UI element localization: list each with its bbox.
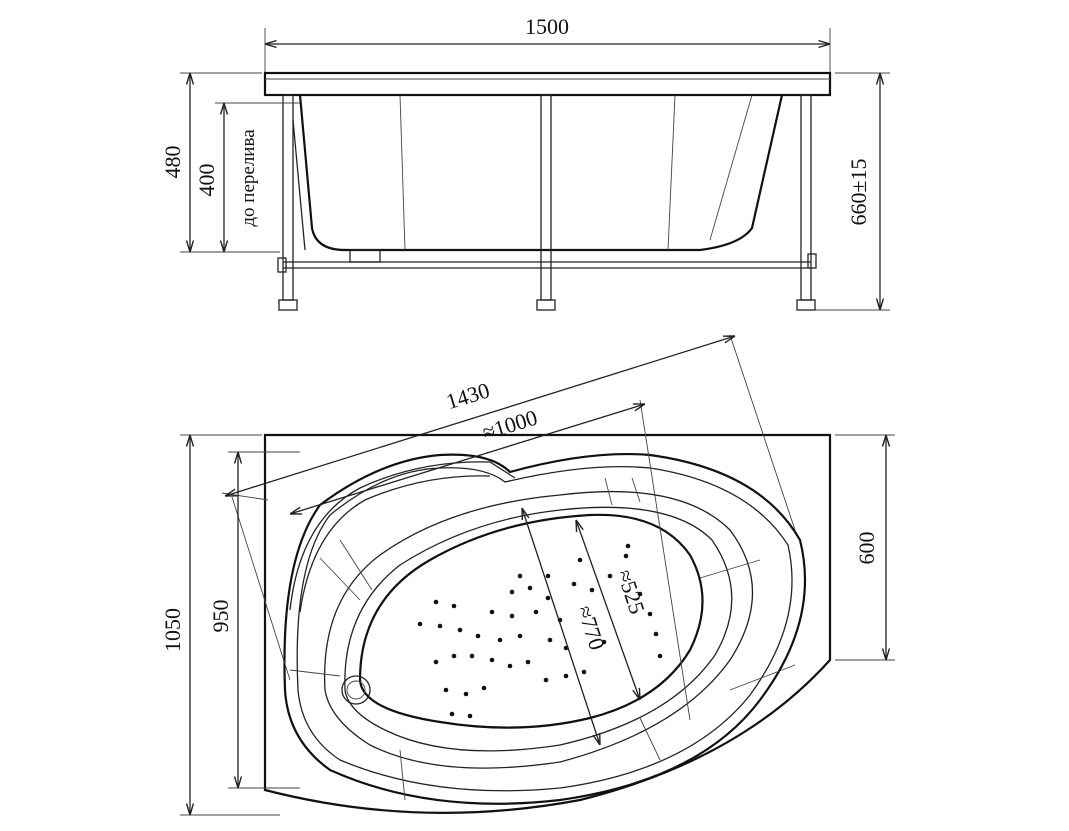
overflow-height-label: 400 [194, 164, 219, 197]
overflow-note: до перелива [238, 129, 259, 227]
inner-depth-label: 950 [208, 600, 233, 633]
diagonal-dimension-line [225, 336, 735, 496]
tub-rim [263, 71, 832, 97]
depth-label: 1050 [160, 608, 185, 652]
width-label: 1500 [525, 14, 569, 39]
total-height-label: 660±15 [846, 158, 871, 225]
apron-outline [263, 433, 832, 814]
top-view: 1430 ≈1000 ≈770 ≈525 1050 950 600 [160, 334, 895, 816]
inner-length-dimension-line [290, 404, 645, 514]
tub-body [298, 94, 784, 252]
drain [341, 675, 371, 705]
bowl-length-dimension-line [522, 508, 600, 745]
bowl-width-label: ≈525 [612, 566, 650, 617]
bowl-length-label: ≈770 [572, 602, 610, 653]
side-view: 1500 480 400 до перелива [160, 14, 890, 311]
diagonal-label: 1430 [443, 377, 492, 414]
bowl-width-dimension-line [576, 520, 640, 700]
side-depth-label: 600 [854, 532, 879, 565]
tub-bowl [358, 513, 704, 729]
height-label: 480 [160, 146, 185, 179]
